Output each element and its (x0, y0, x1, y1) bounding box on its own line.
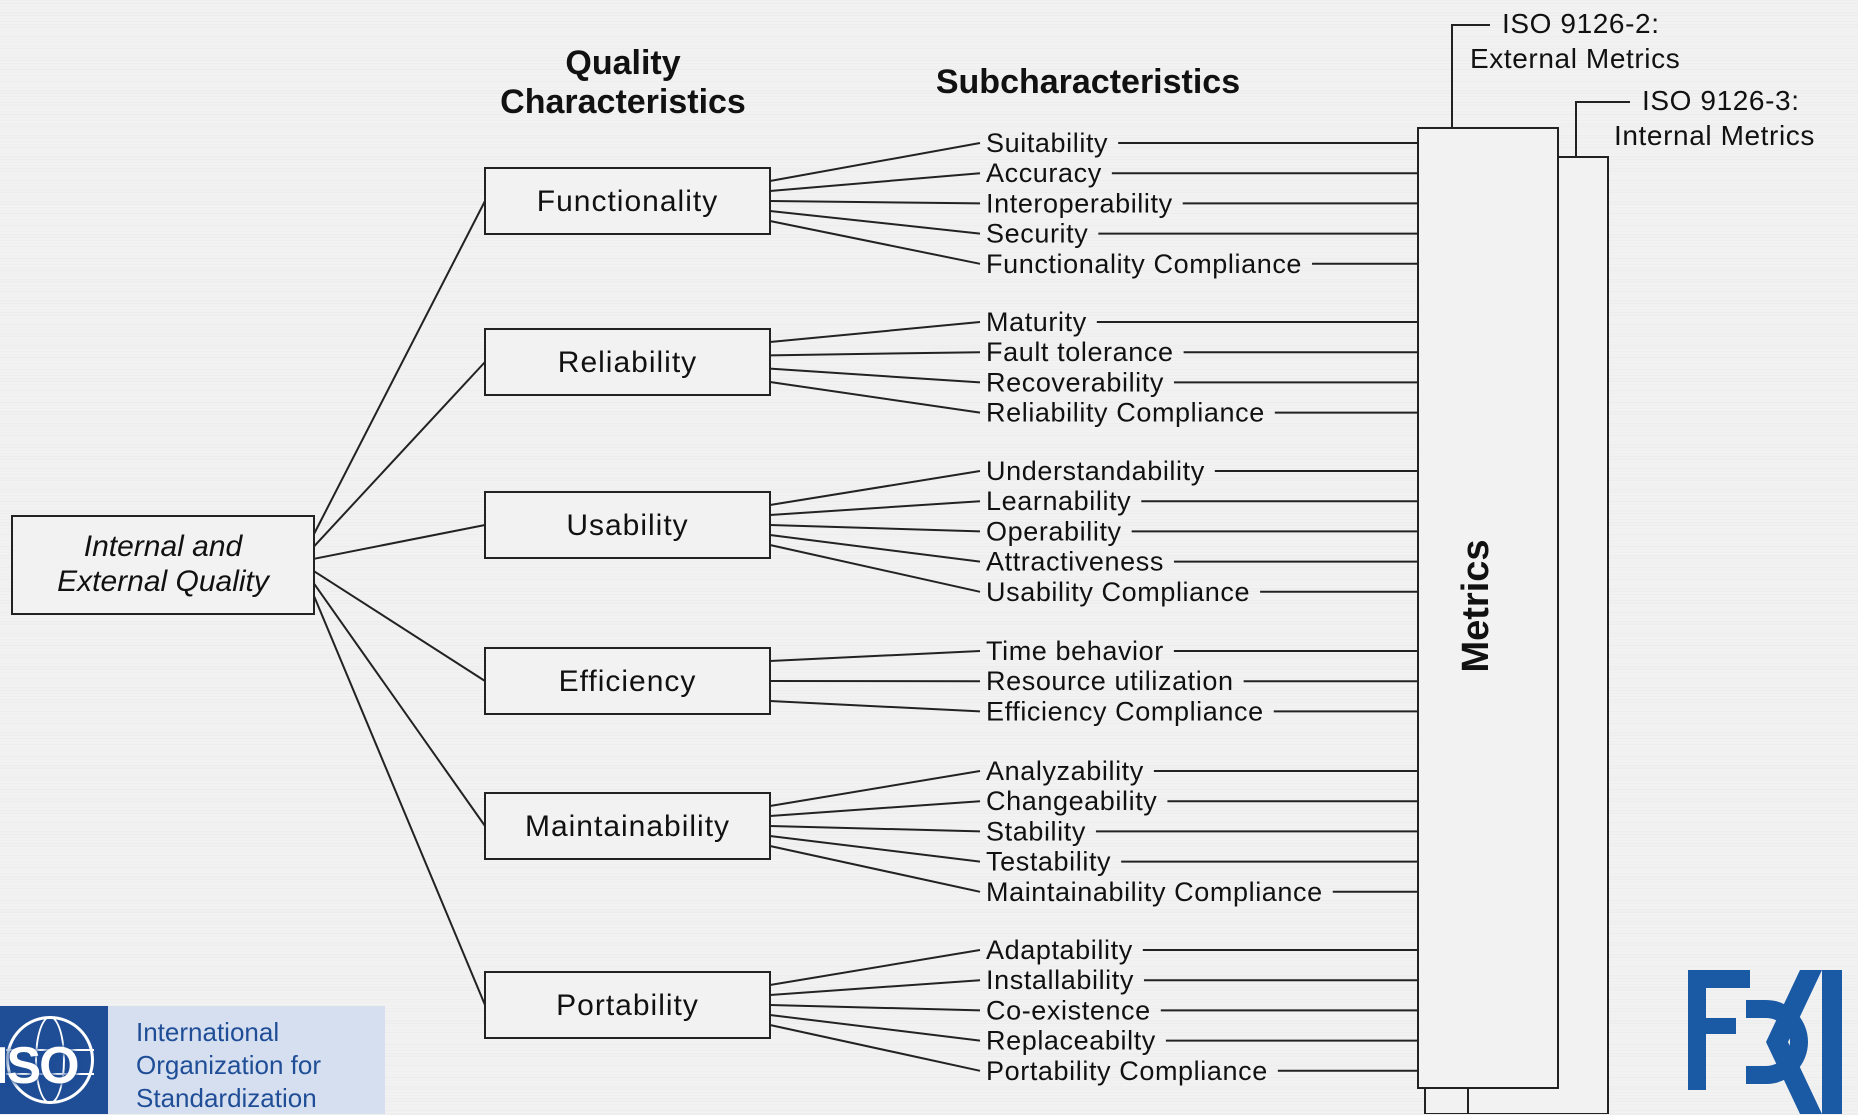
root-to-portability-connector (314, 596, 485, 1005)
subcharacteristic-security: Security (986, 219, 1088, 249)
external-metrics-bar: Metrics (1418, 128, 1558, 1088)
subcharacteristic-learnability: Learnability (986, 486, 1131, 516)
subcharacteristic-installability: Installability (986, 965, 1134, 995)
metrics-label: Metrics (1455, 539, 1497, 672)
subcharacteristics-header: Subcharacteristics (936, 63, 1240, 101)
root-label-line1: Internal and (84, 530, 244, 563)
subcharacteristic-time-behavior: Time behavior (986, 636, 1164, 666)
root-to-efficiency-connector (314, 571, 485, 681)
subcharacteristic-co-existence: Co-existence (986, 995, 1151, 1025)
iso-name-line1: International (136, 1016, 321, 1049)
efficiency-to-efficiency-compliance-connector (770, 701, 980, 711)
subcharacteristic-maintainability-compliance: Maintainability Compliance (986, 877, 1323, 907)
usability-to-understandability-connector (770, 471, 980, 505)
characteristic-boxes: FunctionalityReliabilityUsabilityEfficie… (485, 168, 770, 1038)
iso-9126-3-line2: Internal Metrics (1614, 120, 1815, 151)
root-to-maintainability-connector (314, 584, 485, 826)
reliability-to-reliability-compliance-connector (770, 382, 980, 413)
iso-emblem-icon: ISO (0, 1006, 108, 1114)
subcharacteristic-reliability-compliance: Reliability Compliance (986, 398, 1265, 428)
subcharacteristic-functionality-compliance: Functionality Compliance (986, 249, 1302, 279)
characteristic-label-usability: Usability (566, 509, 688, 542)
usability-to-attractiveness-connector (770, 535, 980, 562)
maintainability-to-analyzability-connector (770, 771, 980, 806)
root-to-functionality-connector (314, 201, 485, 534)
iso-name-line3: Standardization (136, 1082, 321, 1115)
usability-to-learnability-connector (770, 501, 980, 515)
subcharacteristic-maturity: Maturity (986, 307, 1087, 337)
characteristic-label-efficiency: Efficiency (559, 665, 697, 698)
functionality-to-security-connector (770, 211, 980, 234)
root-node: Internal and External Quality (12, 516, 314, 614)
maintainability-to-changeability-connector (770, 801, 980, 816)
subcharacteristic-resource-utilization: Resource utilization (986, 666, 1234, 696)
portability-to-portability-compliance-connector (770, 1025, 980, 1071)
maintainability-to-stability-connector (770, 826, 980, 831)
subcharacteristic-portability-compliance: Portability Compliance (986, 1056, 1268, 1086)
subcharacteristic-analyzability: Analyzability (986, 756, 1144, 786)
characteristic-label-maintainability: Maintainability (525, 810, 730, 843)
subcharacteristic-suitability: Suitability (986, 128, 1108, 158)
root-to-usability-connector (314, 525, 485, 559)
iso-logo: ISO International Organization for Stand… (0, 1006, 385, 1114)
subcharacteristic-stability: Stability (986, 816, 1086, 846)
characteristic-label-reliability: Reliability (558, 346, 697, 379)
quality-characteristics-header-line2: Characteristics (500, 83, 746, 121)
characteristic-label-portability: Portability (556, 989, 699, 1022)
usability-to-usability-compliance-connector (770, 545, 980, 592)
characteristic-label-functionality: Functionality (537, 185, 718, 218)
subcharacteristic-recoverability: Recoverability (986, 367, 1164, 397)
subcharacteristic-operability: Operability (986, 516, 1122, 546)
fbk-logo (1688, 970, 1858, 1114)
subcharacteristic-attractiveness: Attractiveness (986, 547, 1164, 577)
subcharacteristic-labels: SuitabilityAccuracyInteroperabilitySecur… (986, 128, 1323, 1086)
iso-9126-2-line2: External Metrics (1470, 43, 1680, 74)
iso-9126-2-leader (1452, 25, 1490, 128)
subcharacteristic-testability: Testability (986, 847, 1111, 877)
iso-logo-letters: ISO (0, 1036, 78, 1096)
maintainability-to-testability-connector (770, 836, 980, 862)
subcharacteristic-usability-compliance: Usability Compliance (986, 577, 1250, 607)
subcharacteristic-accuracy: Accuracy (986, 158, 1102, 188)
reliability-to-recoverability-connector (770, 369, 980, 383)
quality-characteristics-header-line1: Quality (565, 44, 680, 82)
root-label-line2: External Quality (57, 565, 271, 598)
reliability-to-maturity-connector (770, 322, 980, 342)
root-to-reliability-connector (314, 362, 485, 546)
functionality-to-interoperability-connector (770, 201, 980, 203)
iso-name-line2: Organization for (136, 1049, 321, 1082)
portability-to-replaceabilty-connector (770, 1015, 980, 1041)
efficiency-to-time-behavior-connector (770, 651, 980, 661)
iso-organization-name: International Organization for Standardi… (136, 1016, 321, 1115)
subcharacteristic-understandability: Understandability (986, 456, 1205, 486)
subcharacteristic-adaptability: Adaptability (986, 935, 1133, 965)
reliability-to-fault-tolerance-connector (770, 352, 980, 355)
portability-to-adaptability-connector (770, 950, 980, 985)
iso-9126-2-line1: ISO 9126-2: (1502, 8, 1660, 39)
functionality-to-functionality-compliance-connector (770, 221, 980, 264)
iso-9126-3-line1: ISO 9126-3: (1642, 85, 1800, 116)
subcharacteristic-interoperability: Interoperability (986, 188, 1173, 218)
subcharacteristic-efficiency-compliance: Efficiency Compliance (986, 696, 1264, 726)
maintainability-to-maintainability-compliance-connector (770, 846, 980, 892)
usability-to-operability-connector (770, 525, 980, 531)
fbk-logo-mark-icon (1688, 970, 1858, 1114)
subcharacteristic-changeability: Changeability (986, 786, 1157, 816)
portability-to-co-existence-connector (770, 1005, 980, 1010)
portability-to-installability-connector (770, 980, 980, 995)
connector-lines (314, 143, 1418, 1071)
subcharacteristic-replaceabilty: Replaceabilty (986, 1026, 1156, 1056)
iso-9126-3-callout: ISO 9126-3: Internal Metrics (1576, 85, 1815, 157)
subcharacteristic-fault-tolerance: Fault tolerance (986, 337, 1174, 367)
